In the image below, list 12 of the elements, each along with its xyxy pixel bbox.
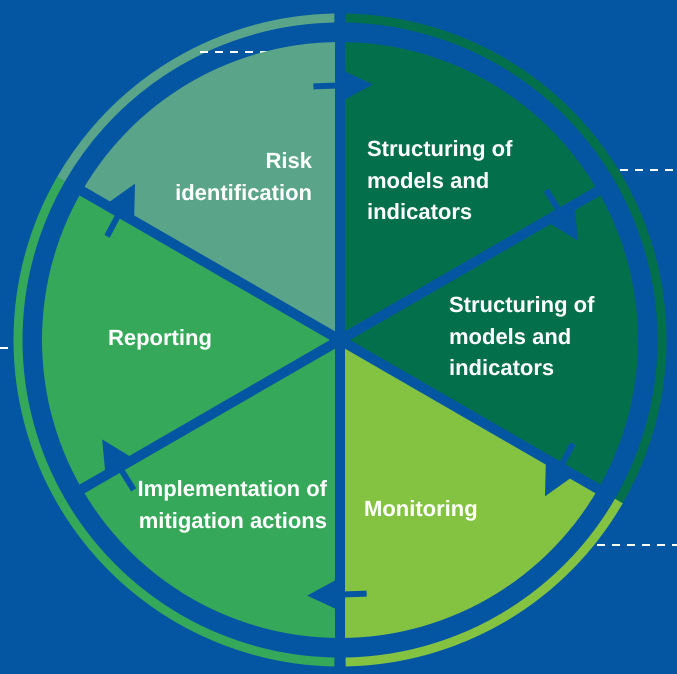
cycle-arrow [104, 184, 136, 238]
cycle-arrow [544, 188, 578, 241]
step-label: Monitoring [364, 495, 479, 523]
cycle-arrow [102, 439, 136, 492]
step-label: Structuring of models and indicators [367, 135, 514, 226]
cycle-arrow [313, 70, 373, 100]
step-label: Reporting [108, 324, 213, 352]
step-label: Implementation of mitigation actions [136, 475, 327, 535]
step-label: Risk identification [174, 147, 312, 206]
cycle-arrow [307, 580, 367, 610]
step-label: Structuring of models and indicators [449, 291, 596, 382]
cycle-arrow [544, 442, 576, 496]
